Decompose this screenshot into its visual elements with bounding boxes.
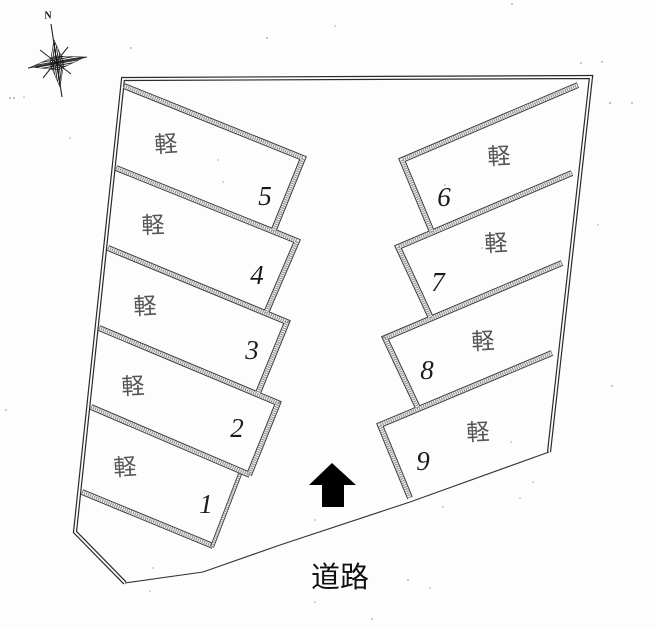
spot-type-label: 軽 (154, 131, 179, 159)
spot-number: 8 (420, 355, 434, 385)
spot-number: 4 (250, 260, 264, 290)
spot-type-label: 軽 (484, 230, 508, 257)
spot-number: 9 (416, 446, 430, 476)
road-edge-line (124, 451, 550, 584)
spot-type-label: 軽 (141, 213, 165, 240)
parking-spot-3: 軽 3 (133, 293, 259, 365)
arrow-up-icon (309, 463, 356, 507)
spot-number: 7 (431, 267, 446, 297)
compass-rose-icon: N (27, 11, 88, 98)
parking-spot-1: 軽 1 (113, 454, 213, 519)
spot-number: 6 (437, 182, 451, 212)
spot-type-label: 軽 (487, 143, 511, 170)
spot-type-label: 軽 (471, 328, 495, 355)
parking-spot-7: 軽 7 (431, 230, 508, 297)
scan-noise (5, 3, 633, 620)
spot-type-label: 軽 (466, 419, 490, 446)
parking-spot-4: 軽 4 (141, 213, 264, 290)
spot-type-label: 軽 (133, 293, 157, 320)
spot-number: 5 (258, 181, 272, 211)
parking-spot-9: 軽 9 (416, 419, 490, 476)
spot-type-label: 軽 (121, 373, 145, 400)
spot-number: 2 (230, 413, 244, 443)
parking-spot-5: 軽 5 (154, 131, 272, 211)
parking-spot-2: 軽 2 (121, 373, 244, 443)
parking-spot-8: 軽 8 (420, 328, 495, 385)
north-label: N (44, 11, 52, 22)
road-label: 道路 (311, 560, 369, 594)
spot-number: 3 (244, 335, 259, 365)
spot-number: 1 (199, 489, 213, 519)
spot-type-label: 軽 (113, 454, 138, 482)
site-boundary (72, 74, 594, 585)
parking-spot-6: 軽 6 (437, 143, 511, 212)
